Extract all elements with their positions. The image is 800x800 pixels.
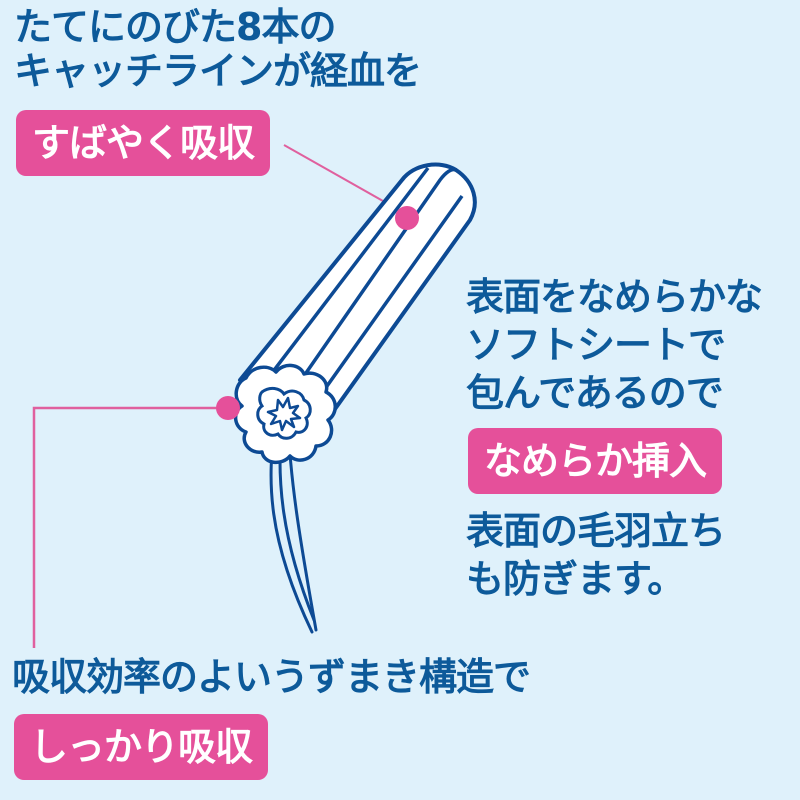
feature-right-sub-line-2: も防ぎます。 bbox=[466, 557, 685, 601]
badge-firm-absorb: しっかり吸収 bbox=[14, 714, 269, 780]
callout-dot-spiral bbox=[216, 396, 240, 420]
badge-smooth-insert: なめらか挿入 bbox=[468, 428, 723, 494]
feature-right-sub-line-1: 表面の毛羽立ち bbox=[466, 509, 726, 553]
spiral-end-icon bbox=[233, 363, 337, 465]
feature-top-line-2: キャッチラインが経血を bbox=[14, 49, 422, 93]
badge-quick-absorb: すばやく吸収 bbox=[16, 110, 271, 176]
feature-top-line-1: たてにのびた8本の bbox=[14, 5, 336, 49]
callout-dot-top bbox=[395, 206, 419, 230]
callout-line-bottom bbox=[32, 406, 226, 648]
feature-bottom-line: 吸収効率のよいうずまき構造で bbox=[12, 655, 531, 699]
feature-right-line-1: 表面をなめらかな bbox=[466, 275, 763, 319]
tampon-body-icon bbox=[238, 162, 477, 432]
feature-right-line-2: ソフトシートで bbox=[466, 323, 726, 367]
feature-right-line-3: 包んであるので bbox=[466, 371, 724, 415]
